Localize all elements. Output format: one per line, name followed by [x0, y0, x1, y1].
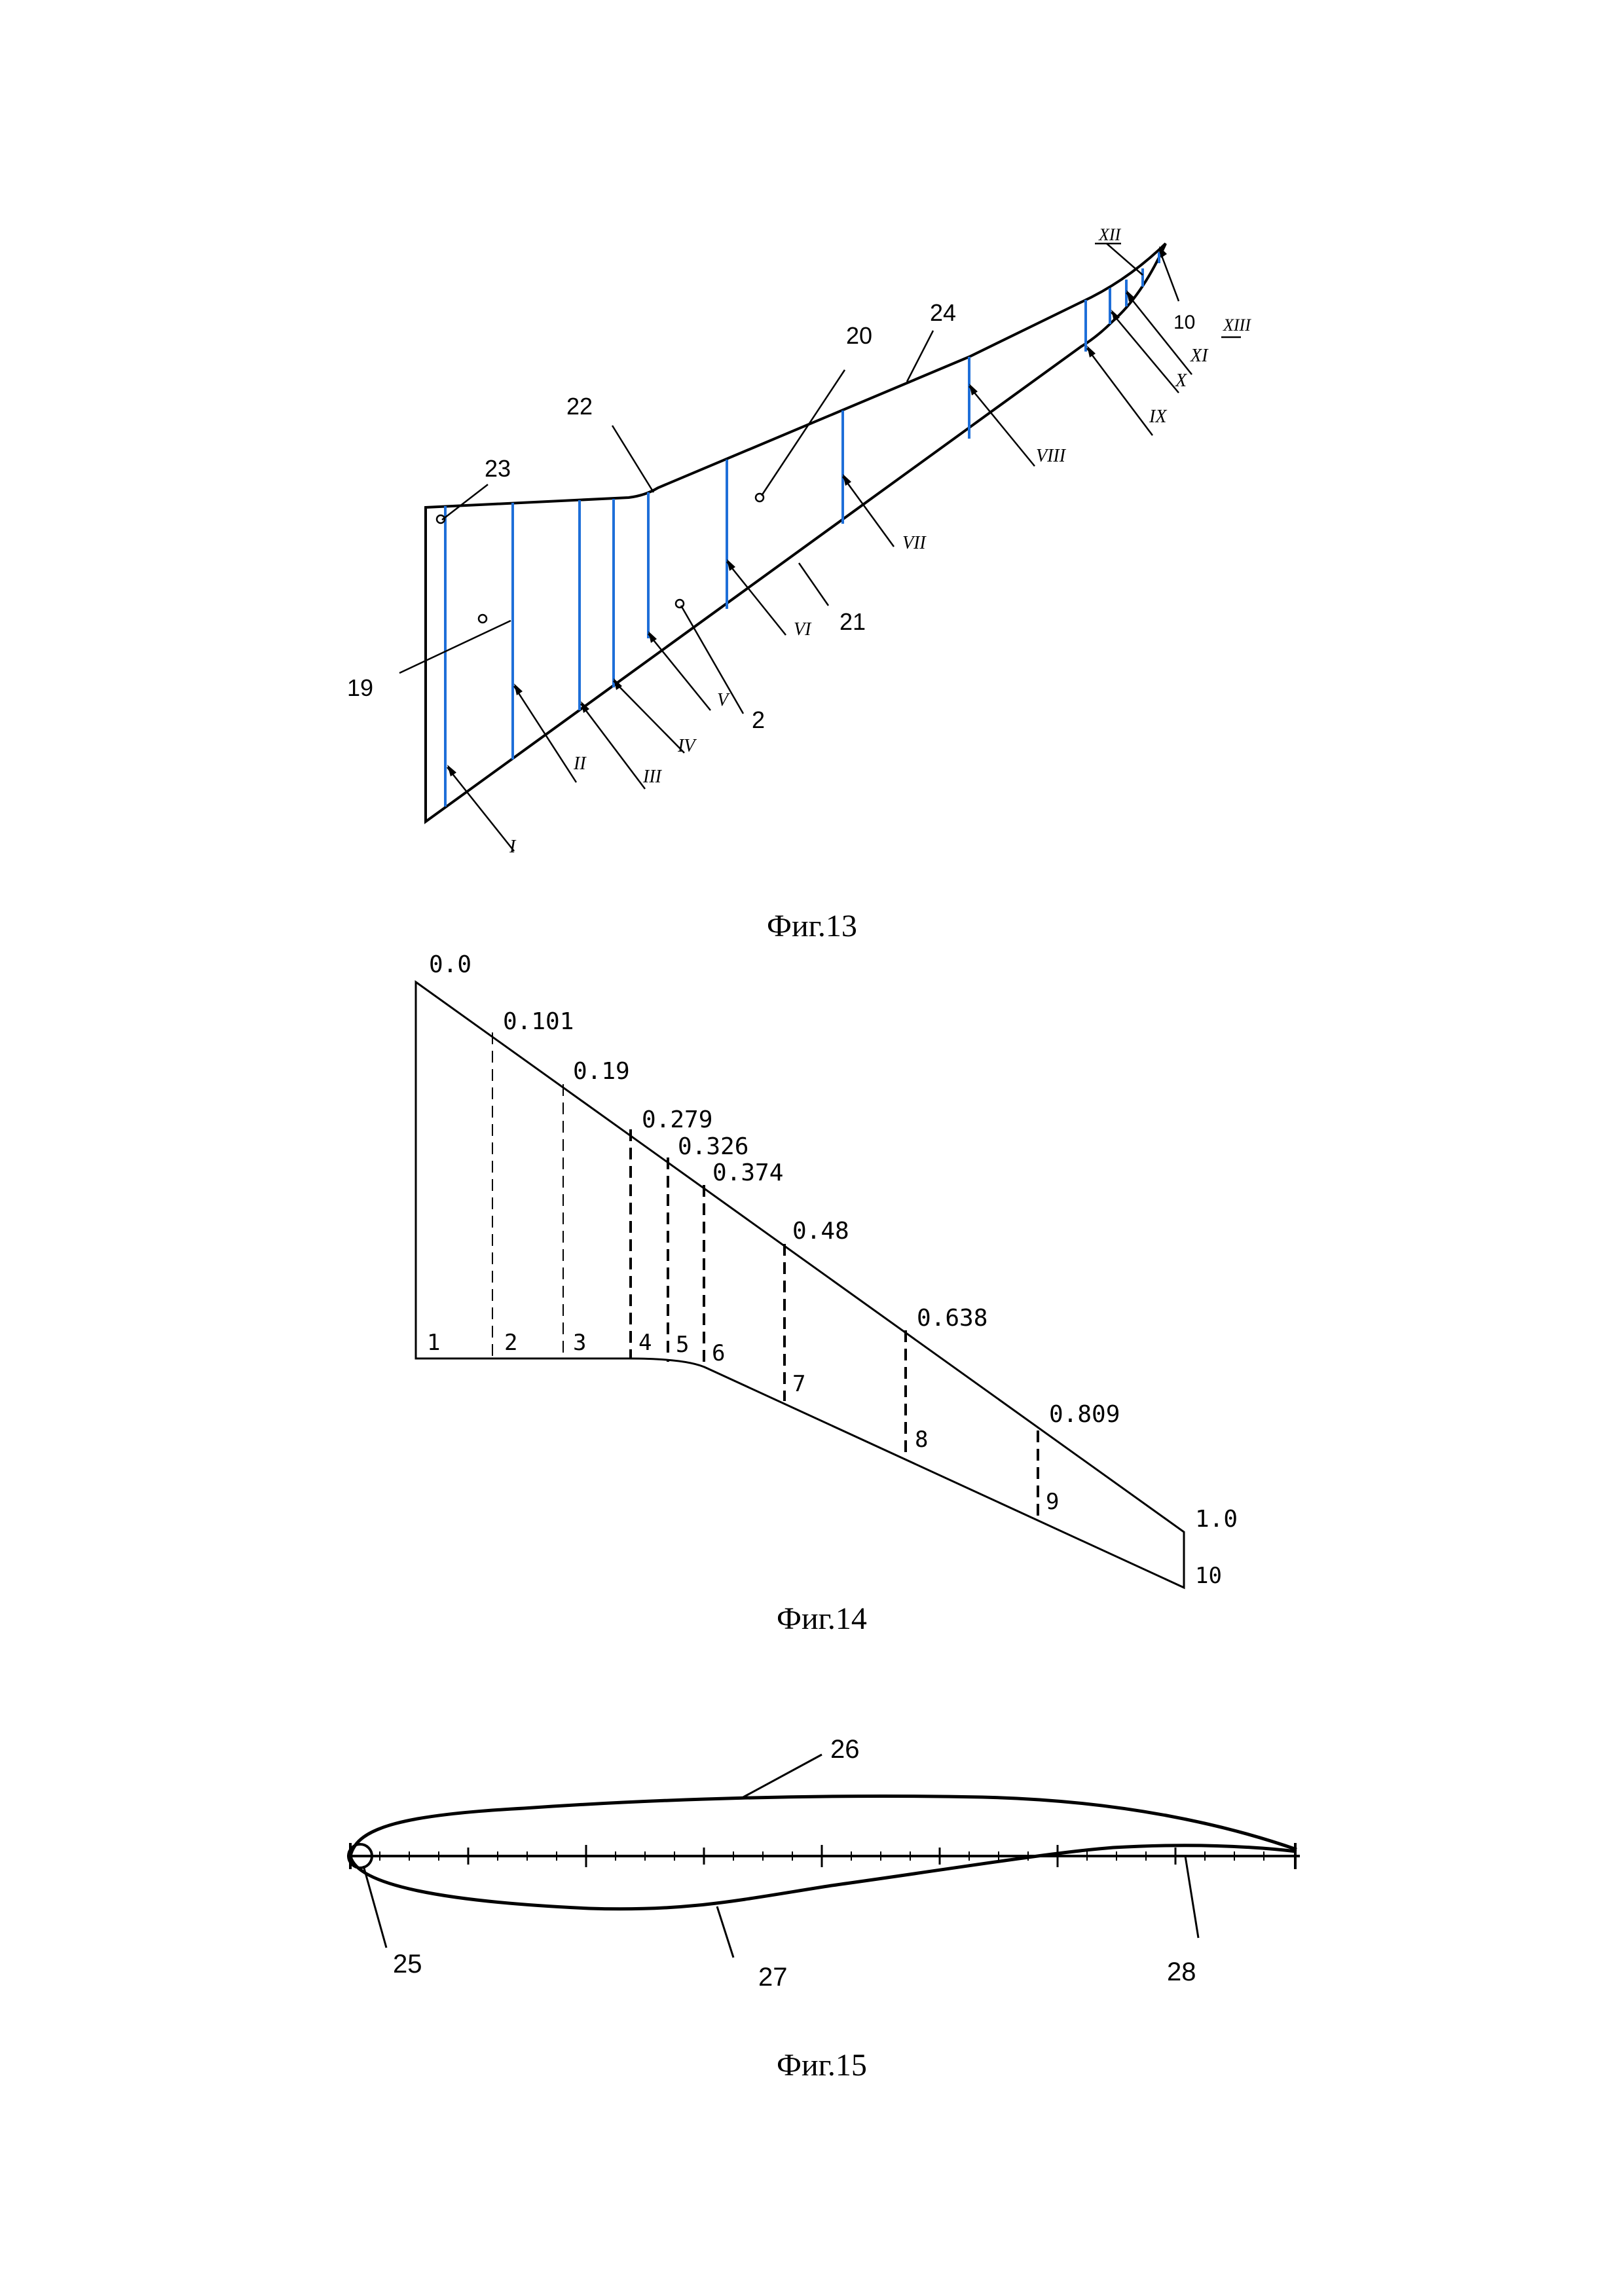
chord-ticks	[349, 1843, 1297, 1869]
position-label-6: 0.374	[712, 1159, 783, 1186]
station-number-6: 6	[712, 1340, 725, 1366]
section-label-ii: II	[573, 754, 587, 774]
fig14-caption: Фиг.14	[777, 1601, 867, 1636]
position-label-3: 0.19	[573, 1058, 630, 1085]
leader-lines-15	[362, 1753, 1200, 1958]
section-label-vi: VI	[794, 619, 812, 640]
position-label-9: 0.809	[1049, 1401, 1120, 1428]
normalized-planform-outline	[415, 980, 1185, 1590]
section-label-xiii: XIII	[1223, 316, 1251, 335]
section-label-iv: IV	[677, 736, 697, 756]
station-number-4: 4	[638, 1330, 652, 1356]
station-number-7: 7	[792, 1371, 805, 1397]
label-23: 23	[485, 455, 511, 482]
section-label-i: I	[509, 837, 517, 857]
section-label-xii: XII	[1098, 225, 1122, 244]
label-25: 25	[393, 1950, 422, 1978]
section-label-viii: VIII	[1036, 446, 1067, 466]
station-lines	[492, 1032, 1039, 1518]
airfoil-lower-surface	[348, 1844, 1297, 1911]
arrowheads-13	[447, 246, 1167, 776]
station-number-2: 2	[504, 1330, 517, 1356]
label-10: 10	[1173, 312, 1195, 333]
section-lines	[444, 252, 1160, 807]
station-number-1: 1	[427, 1330, 440, 1356]
position-label-4: 0.279	[642, 1106, 712, 1133]
section-label-x: X	[1175, 371, 1187, 391]
label-27: 27	[758, 1963, 788, 1992]
blade-planform-outline	[424, 242, 1167, 824]
position-label-5: 0.326	[678, 1133, 748, 1160]
section-label-vii: VII	[902, 533, 927, 553]
fig15-caption: Фиг.15	[777, 2048, 867, 2083]
label-28: 28	[1167, 1958, 1196, 1986]
label-2: 2	[752, 706, 765, 733]
station-number-9: 9	[1046, 1489, 1059, 1515]
leader-lines-13	[399, 242, 1241, 852]
station-number-3: 3	[573, 1330, 586, 1356]
figure-15: 26 25 27 28 Фиг.15	[347, 1735, 1300, 2083]
position-label-7: 0.48	[792, 1218, 849, 1245]
label-19: 19	[347, 674, 373, 701]
label-22: 22	[566, 393, 593, 420]
station-number-10: 10	[1195, 1563, 1222, 1589]
label-26: 26	[830, 1735, 860, 1764]
station-number-5: 5	[676, 1332, 689, 1358]
position-label-8: 0.638	[917, 1305, 987, 1332]
position-label-1: 0.0	[429, 951, 471, 978]
airfoil-upper-surface	[348, 1795, 1297, 1857]
station-number-8: 8	[915, 1427, 928, 1453]
label-21: 21	[840, 608, 866, 635]
label-24: 24	[930, 299, 956, 326]
section-label-ix: IX	[1149, 407, 1167, 427]
figure-14: 0.0 0.101 0.19 0.279 0.326 0.374 0.48 0.…	[415, 951, 1238, 1636]
section-label-iii: III	[642, 767, 663, 787]
label-20: 20	[846, 322, 872, 349]
section-label-xi: XI	[1190, 346, 1209, 366]
fig13-caption: Фиг.13	[767, 909, 857, 943]
position-label-10: 1.0	[1195, 1506, 1238, 1533]
section-label-v: V	[717, 690, 730, 710]
figure-13: 19 23 22 20 24 2 21 10 I II III IV V VI …	[347, 225, 1251, 943]
position-label-2: 0.101	[503, 1008, 574, 1035]
